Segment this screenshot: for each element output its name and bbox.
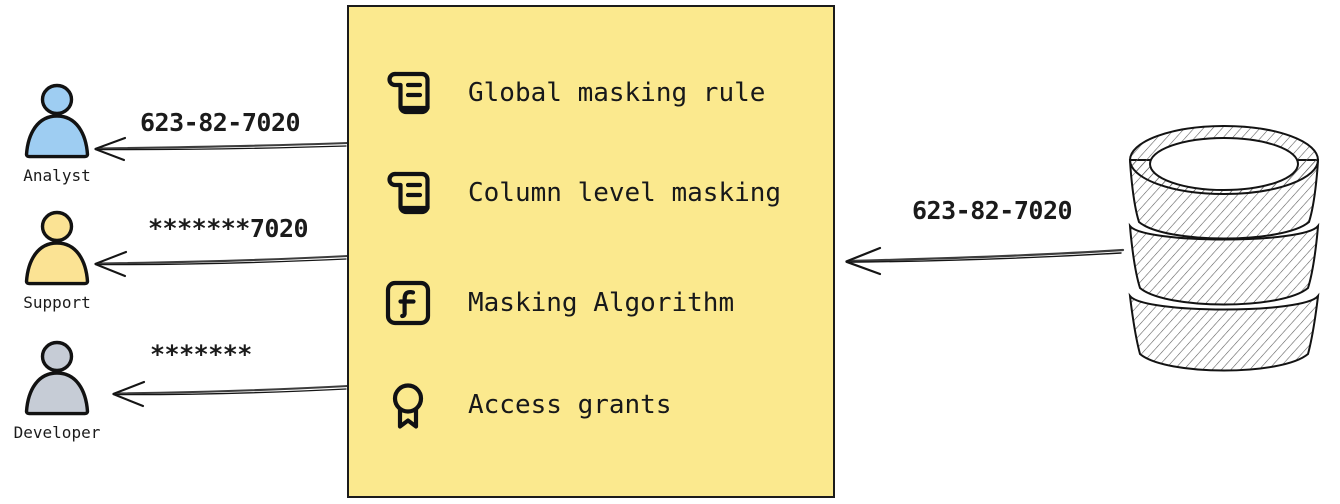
persona-analyst[interactable]: Analyst — [2, 83, 112, 185]
flow-value-support: *******7020 — [148, 214, 309, 243]
panel-row-column-level-masking[interactable]: Column level masking — [382, 167, 781, 219]
persona-label: Support — [23, 293, 91, 312]
persona-developer[interactable]: Developer — [2, 340, 112, 442]
persona-label: Analyst — [23, 166, 91, 185]
panel-row-label: Masking Algorithm — [468, 288, 735, 318]
panel-row-masking-algorithm[interactable]: Masking Algorithm — [382, 277, 734, 329]
panel-row-label: Global masking rule — [468, 78, 766, 108]
user-avatar-icon — [24, 340, 90, 416]
panel-row-label: Column level masking — [468, 178, 782, 208]
function-icon — [385, 280, 431, 326]
award-medal-icon — [392, 383, 424, 429]
persona-label: Developer — [13, 423, 101, 442]
flow-value-developer: ******* — [150, 340, 252, 369]
arrow-to-developer — [112, 380, 350, 408]
user-avatar-icon — [24, 210, 90, 286]
panel-row-global-masking-rule[interactable]: Global masking rule — [382, 67, 765, 119]
flow-value-source: 623-82-7020 — [912, 196, 1073, 225]
flow-value-analyst: 623-82-7020 — [140, 108, 301, 137]
arrow-from-database — [845, 246, 1125, 276]
database-cylinder-icon — [1118, 118, 1330, 390]
scroll-icon — [387, 171, 430, 215]
arrow-to-support — [94, 250, 350, 278]
panel-row-label: Access grants — [468, 390, 672, 420]
persona-support[interactable]: Support — [2, 210, 112, 312]
scroll-icon — [387, 71, 430, 115]
arrow-to-analyst — [94, 136, 350, 162]
user-avatar-icon — [24, 83, 90, 159]
masking-policy-panel: Global masking rule Column level masking — [347, 5, 835, 498]
panel-row-access-grants[interactable]: Access grants — [382, 379, 672, 431]
